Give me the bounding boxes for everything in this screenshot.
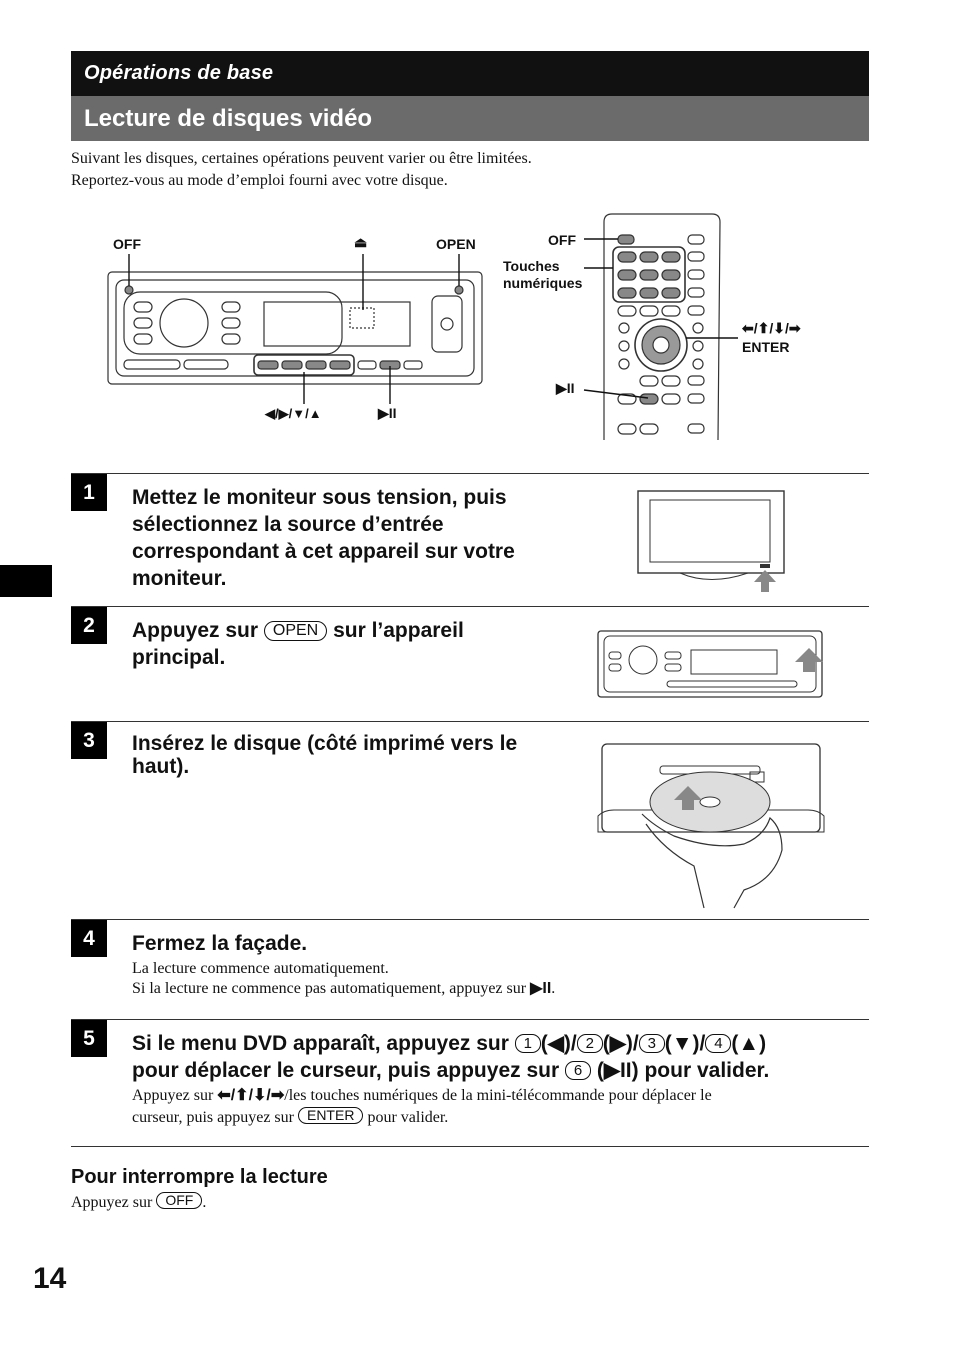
head-unit-small-illustration <box>597 630 823 698</box>
page-number: 14 <box>33 1262 67 1295</box>
step-number: 5 <box>71 1020 107 1057</box>
play-pause-icon: ▶II <box>530 980 552 997</box>
arrow-keys-icon: ⬅/⬆/⬇/➡ <box>217 1087 285 1104</box>
step-4-title: Fermez la façade. <box>132 932 308 955</box>
remote-off-label: OFF <box>548 232 576 248</box>
remote-keys-label-1: Touches <box>503 258 560 274</box>
unit-arrow-keys-label: ◀/▶/▼/▲ <box>265 406 322 421</box>
enter-key: ENTER <box>297 1107 364 1124</box>
stop-body: Appuyez sur OFF. <box>71 1192 207 1211</box>
remote-play-label: ▶II <box>556 380 575 396</box>
step-4-body-1: La lecture commence automatiquement. <box>132 960 389 977</box>
step-number: 1 <box>71 474 107 511</box>
step-1-text: Mettez le moniteur sous tension, puis sé… <box>132 486 515 590</box>
step-divider <box>71 606 869 607</box>
open-key: OPEN <box>263 621 328 641</box>
remote-keys-label-2: numériques <box>503 275 583 291</box>
step-5-body-1: Appuyez sur ⬅/⬆/⬇/➡/les touches numériqu… <box>132 1087 712 1104</box>
step-divider <box>71 1019 869 1020</box>
step-3-text: Insérez le disque (côté imprimé vers le … <box>132 732 518 778</box>
remote-enter-label: ENTER <box>742 339 790 355</box>
step-5-line-2: pour déplacer le curseur, puis appuyez s… <box>132 1059 770 1082</box>
section-header: Opérations de base <box>71 51 869 96</box>
chapter-tab <box>0 565 52 597</box>
intro-line-1: Suivant les disques, certaines opération… <box>71 150 532 167</box>
page-title: Lecture de disques vidéo <box>71 96 869 141</box>
head-unit-illustration <box>107 271 483 385</box>
eject-icon: ⏏ <box>354 234 368 250</box>
step-number: 2 <box>71 607 107 644</box>
step-number: 4 <box>71 920 107 957</box>
unit-off-label: OFF <box>113 236 141 252</box>
step-number: 3 <box>71 722 107 759</box>
step-divider <box>71 473 869 474</box>
stop-title: Pour interrompre la lecture <box>71 1166 328 1188</box>
step-4-body-2: Si la lecture ne commence pas automatiqu… <box>132 980 556 997</box>
step-2-text: Appuyez sur OPEN sur l’appareil principa… <box>132 619 464 669</box>
step-divider <box>71 721 869 722</box>
step-5-line-1: Si le menu DVD apparaît, appuyez sur 1(◀… <box>132 1032 767 1055</box>
remote-illustration <box>603 213 721 441</box>
off-key: OFF <box>156 1192 203 1209</box>
unit-open-label: OPEN <box>436 236 476 252</box>
unit-play-label: ▶II <box>378 405 397 421</box>
step-5-body-2: curseur, puis appuyez sur ENTER pour val… <box>132 1107 449 1126</box>
section-divider <box>71 1146 869 1147</box>
step-divider <box>71 919 869 920</box>
monitor-illustration <box>637 490 785 592</box>
intro-line-2: Reportez-vous au mode d’emploi fourni av… <box>71 172 448 189</box>
controls-diagram <box>107 213 738 441</box>
disc-insert-illustration <box>597 743 825 909</box>
remote-arrows-label: ⬅/⬆/⬇/➡ <box>742 320 801 336</box>
